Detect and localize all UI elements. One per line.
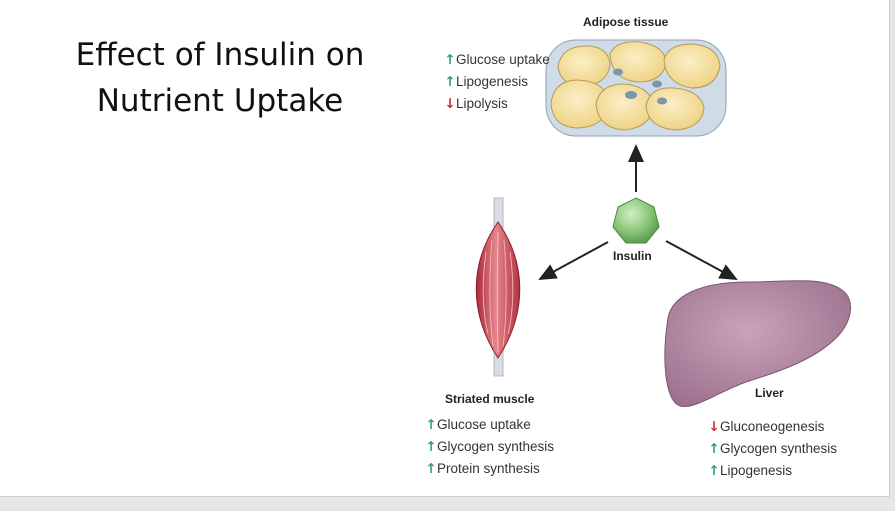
effect-text: Glucose uptake [437, 417, 531, 432]
striated-muscle-label: Striated muscle [445, 392, 535, 406]
insulin-label: Insulin [613, 249, 652, 263]
decrease-arrow-icon: ↓ [708, 419, 720, 435]
increase-arrow-icon: ↑ [444, 74, 456, 90]
slide: Effect of Insulin on Nutrient Uptake [0, 0, 890, 497]
increase-arrow-icon: ↑ [708, 441, 720, 457]
decrease-arrow-icon: ↓ [444, 96, 456, 112]
liver-illustration [664, 280, 851, 408]
effect-item: ↓Lipolysis [444, 93, 550, 115]
effect-item: ↑Glycogen synthesis [708, 438, 837, 460]
slide-title: Effect of Insulin on Nutrient Uptake [30, 32, 410, 124]
adipose-tissue-illustration [545, 39, 727, 137]
arrow-to-muscle [538, 241, 609, 280]
effect-text: Lipogenesis [720, 463, 793, 478]
effect-text: Lipogenesis [456, 74, 529, 89]
insulin-diagram [475, 39, 851, 408]
liver-effects-list: ↓Gluconeogenesis↑Glycogen synthesis↑Lipo… [708, 416, 837, 482]
striated-muscle-illustration [475, 197, 521, 377]
effect-item: ↑Lipogenesis [708, 460, 837, 482]
increase-arrow-icon: ↑ [425, 417, 437, 433]
effect-item: ↓Gluconeogenesis [708, 416, 837, 438]
increase-arrow-icon: ↑ [425, 461, 437, 477]
increase-arrow-icon: ↑ [425, 439, 437, 455]
effect-item: ↑Protein synthesis [425, 458, 554, 480]
effect-text: Protein synthesis [437, 461, 540, 476]
increase-arrow-icon: ↑ [708, 463, 720, 479]
effect-item: ↑Glycogen synthesis [425, 436, 554, 458]
effect-item: ↑Lipogenesis [444, 71, 550, 93]
effect-text: Glycogen synthesis [437, 439, 555, 454]
effect-item: ↑Glucose uptake [425, 414, 554, 436]
insulin-heptagon-icon [612, 197, 660, 244]
effect-text: Glycogen synthesis [720, 441, 838, 456]
title-line-2: Nutrient Uptake [96, 83, 344, 119]
title-line-1: Effect of Insulin on [75, 37, 365, 73]
liver-label: Liver [755, 386, 784, 400]
effect-text: Lipolysis [456, 96, 508, 111]
adipose-tissue-label: Adipose tissue [583, 15, 669, 29]
effect-item: ↑Glucose uptake [444, 49, 550, 71]
increase-arrow-icon: ↑ [444, 52, 456, 68]
effect-text: Gluconeogenesis [720, 419, 825, 434]
arrow-to-liver [665, 240, 738, 280]
effect-text: Glucose uptake [456, 52, 550, 67]
muscle-effects-list: ↑Glucose uptake↑Glycogen synthesis↑Prote… [425, 414, 554, 480]
adipose-effects-list: ↑Glucose uptake↑Lipogenesis↓Lipolysis [444, 49, 550, 115]
